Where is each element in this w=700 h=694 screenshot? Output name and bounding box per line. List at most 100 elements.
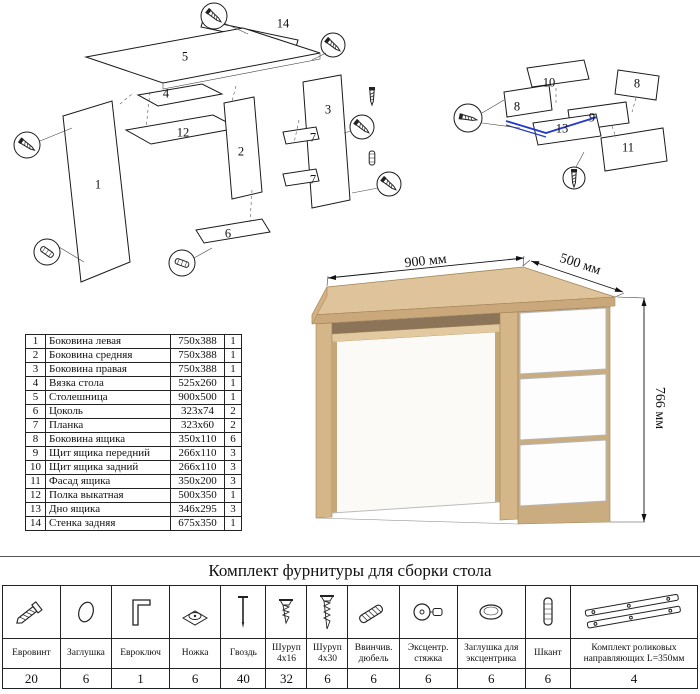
left-side-part	[62, 100, 131, 283]
hardware-qty: 6	[82, 670, 90, 686]
hardware-name: Евроключ	[112, 639, 169, 669]
drawer-exploded-diagram	[453, 59, 668, 190]
hardware-qty: 1	[137, 670, 144, 686]
hardware-item: Ввинчив. дюбель 6	[347, 585, 400, 689]
part-name: Дно ящика	[45, 502, 171, 517]
screw-4x16-icon	[266, 586, 307, 639]
part-row: 2 Боковина средняя 750x388 1	[25, 348, 242, 363]
part-qty: 3	[224, 446, 242, 461]
hardware-item: Заглушка для эксцентрика 6	[456, 585, 526, 689]
part-name: Фасад ящика	[45, 474, 171, 489]
part-name: Планка	[45, 418, 171, 433]
insertion-path-blue	[505, 116, 598, 134]
hardware-qty: 6	[544, 670, 552, 686]
hardware-name: Шуруп 4x30	[307, 639, 348, 669]
part-row: 8 Боковина ящика 350x110 6	[25, 432, 242, 447]
dimension-height-label: 766 мм	[652, 387, 667, 429]
part-number: 5	[25, 390, 46, 405]
part-number: 8	[25, 432, 46, 447]
desktop-left-edge	[311, 286, 328, 325]
part-row: 12 Полка выкатная 500x350 1	[25, 488, 242, 503]
part-number: 6	[25, 404, 46, 419]
wood-dowel-icon	[525, 586, 570, 639]
right-side-part	[302, 74, 351, 209]
part-name: Цоколь	[45, 404, 171, 419]
fastener-callout	[200, 2, 249, 35]
dimension-height: 766 мм	[610, 296, 667, 523]
exploded-diagrams-svg	[13, 2, 668, 283]
hardware-qty: 40	[236, 670, 250, 686]
part-row: 9 Щит ящика передний 266x110 3	[25, 446, 242, 461]
plinth-part	[195, 218, 271, 244]
desk-render: 900 мм 500 мм 766 мм	[292, 251, 687, 552]
part-row: 3 Боковина правая 750x388 1	[25, 362, 242, 377]
hardware-item: Гвоздь 40	[220, 585, 267, 689]
hardware-item: Эксцентр. стяжка 6	[398, 585, 458, 689]
hardware-name: Гвоздь	[221, 639, 266, 669]
dimension-width-label: 900 мм	[404, 252, 448, 271]
part-qty: 1	[224, 348, 242, 363]
part-number: 12	[25, 488, 46, 503]
drawer-side-part	[614, 69, 660, 101]
part-size: 266x110	[170, 460, 225, 475]
part-row: 13 Дно ящика 346x295 3	[25, 502, 242, 517]
part-qty: 2	[224, 404, 242, 419]
part-qty: 3	[224, 460, 242, 475]
foot-icon	[169, 586, 221, 639]
part-number: 1	[25, 334, 46, 349]
nail-icon	[221, 586, 266, 639]
part-size: 500x350	[170, 488, 225, 503]
part-size: 750x388	[170, 348, 225, 363]
hardware-item: Шкант 6	[524, 585, 571, 689]
drawer-slides-icon	[570, 586, 698, 639]
hardware-name: Шуруп 4x16	[266, 639, 307, 669]
hardware-name: Заглушка	[60, 639, 112, 669]
drawer-side-part	[503, 84, 553, 118]
fastener-callout	[168, 247, 213, 277]
hardware-name: Эксцентр. стяжка	[399, 639, 457, 669]
part-qty: 1	[224, 376, 242, 391]
part-qty: 1	[224, 362, 242, 377]
part-qty: 3	[224, 474, 242, 489]
part-size: 900x500	[170, 390, 225, 405]
desk-exploded-diagram	[13, 2, 402, 283]
hardware-item: Ножка 6	[168, 585, 222, 689]
fastener-callout	[562, 151, 586, 190]
fastener-callout	[311, 32, 346, 61]
drawer-front-2	[519, 373, 607, 441]
hardware-item: Заглушка 6	[59, 585, 113, 689]
part-row: 7 Планка 323x60 2	[25, 418, 242, 433]
part-number: 11	[25, 474, 46, 489]
inner-right-edge	[495, 332, 500, 502]
hardware-item: Евровинт 20	[2, 585, 61, 689]
part-name: Столешница	[45, 390, 171, 405]
part-row: 10 Щит ящика задний 266x110 3	[25, 460, 242, 475]
part-qty: 6	[224, 432, 242, 447]
part-size: 323x60	[170, 418, 225, 433]
part-number: 2	[25, 348, 46, 363]
part-row: 6 Цоколь 323x74 2	[25, 404, 242, 419]
dimension-width: 900 мм	[326, 252, 525, 287]
inner-left-edge	[332, 342, 337, 513]
part-size: 750x388	[170, 334, 225, 349]
hardware-name: Заглушка для эксцентрика	[457, 639, 525, 669]
fastener-callout	[453, 99, 521, 133]
hardware-kit-title: Комплект фурнитуры для сборки стола	[0, 556, 700, 581]
part-name: Стенка задняя	[45, 516, 171, 531]
fastener-callout	[33, 238, 85, 266]
hardware-qty: 6	[424, 670, 432, 686]
fastener-callout	[351, 171, 402, 197]
dimension-depth-label: 500 мм	[558, 252, 603, 278]
part-number: 9	[25, 446, 46, 461]
drawer-front-1	[519, 307, 607, 375]
hardware-table: Евровинт 20 Заглушка 6 Евроключ 1 Ножка …	[2, 585, 699, 689]
part-size: 323x74	[170, 404, 225, 419]
drawer-unit-stile	[499, 311, 519, 521]
hardware-name: Евровинт	[3, 639, 60, 669]
part-size: 266x110	[170, 446, 225, 461]
strip-part	[282, 126, 320, 145]
hexkey-icon	[112, 586, 169, 639]
part-number: 7	[25, 418, 46, 433]
